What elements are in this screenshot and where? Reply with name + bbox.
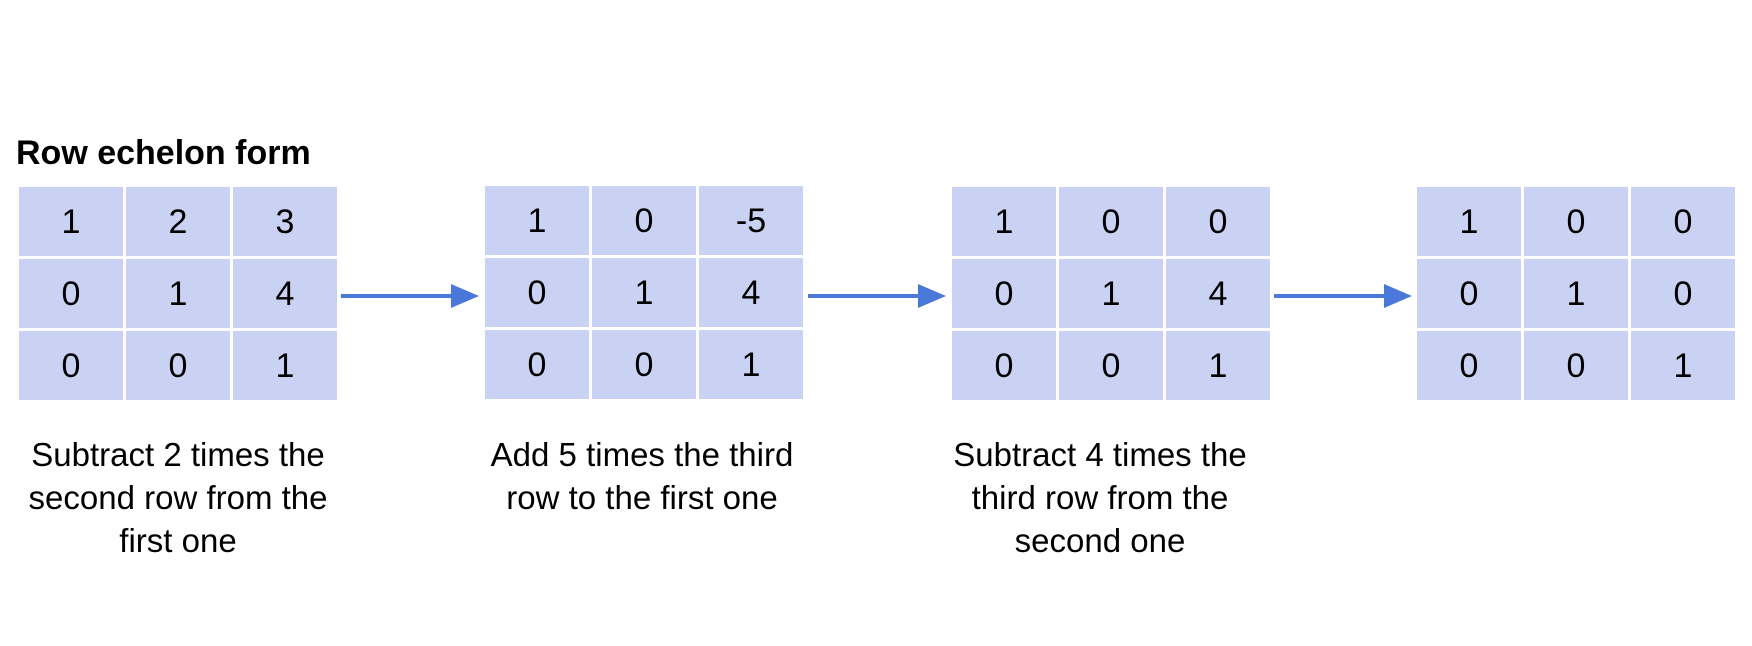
caption-line: Subtract 2 times the: [31, 436, 325, 473]
matrix-3: 1 0 0 0 1 4 0 0 1: [952, 187, 1270, 400]
caption-line: second one: [1014, 522, 1186, 559]
matrix-cell: 1: [126, 259, 230, 328]
matrix-cell: 0: [1524, 331, 1628, 400]
diagram-title: Row echelon form: [16, 134, 311, 172]
matrix-2: 1 0 -5 0 1 4 0 0 1: [485, 186, 803, 399]
caption-line: Subtract 4 times the: [953, 436, 1247, 473]
arrow-right-icon: [341, 280, 481, 312]
matrix-cell: 1: [485, 186, 589, 255]
matrix-cell: 1: [592, 258, 696, 327]
step-caption-2: Add 5 times the third row to the first o…: [462, 433, 822, 519]
matrix-cell: 1: [699, 330, 803, 399]
matrix-cell: 0: [1417, 259, 1521, 328]
matrix-cell: 0: [1059, 331, 1163, 400]
matrix-cell: 0: [1059, 187, 1163, 256]
matrix-cell: 0: [592, 330, 696, 399]
matrix-cell: 0: [952, 331, 1056, 400]
matrix-cell: 0: [1166, 187, 1270, 256]
matrix-cell: 1: [1524, 259, 1628, 328]
caption-line: second row from the: [28, 479, 328, 516]
matrix-cell: 4: [233, 259, 337, 328]
matrix-cell: 2: [126, 187, 230, 256]
matrix-cell: 0: [485, 258, 589, 327]
matrix-cell: 3: [233, 187, 337, 256]
matrix-cell: 1: [1166, 331, 1270, 400]
caption-line: third row from the: [971, 479, 1229, 516]
matrix-cell: 0: [485, 330, 589, 399]
matrix-1: 1 2 3 0 1 4 0 0 1: [19, 187, 337, 400]
caption-line: Add 5 times the third: [490, 436, 794, 473]
matrix-cell: 0: [592, 186, 696, 255]
matrix-cell: 1: [1417, 187, 1521, 256]
matrix-cell: 0: [126, 331, 230, 400]
matrix-cell: 0: [952, 259, 1056, 328]
matrix-cell: 0: [1631, 259, 1735, 328]
matrix-cell: 4: [1166, 259, 1270, 328]
matrix-cell: 1: [1631, 331, 1735, 400]
matrix-4: 1 0 0 0 1 0 0 0 1: [1417, 187, 1735, 400]
matrix-cell: 4: [699, 258, 803, 327]
matrix-cell: 1: [1059, 259, 1163, 328]
matrix-cell: 0: [19, 331, 123, 400]
matrix-cell: 1: [952, 187, 1056, 256]
matrix-cell: 1: [233, 331, 337, 400]
arrow-right-icon: [808, 280, 948, 312]
matrix-cell: 1: [19, 187, 123, 256]
matrix-cell: -5: [699, 186, 803, 255]
matrix-cell: 0: [1524, 187, 1628, 256]
step-caption-1: Subtract 2 times the second row from the…: [0, 433, 358, 562]
matrix-cell: 0: [1631, 187, 1735, 256]
step-caption-3: Subtract 4 times the third row from the …: [920, 433, 1280, 562]
caption-line: row to the first one: [506, 479, 778, 516]
arrow-right-icon: [1274, 280, 1414, 312]
caption-line: first one: [119, 522, 237, 559]
matrix-cell: 0: [1417, 331, 1521, 400]
matrix-cell: 0: [19, 259, 123, 328]
